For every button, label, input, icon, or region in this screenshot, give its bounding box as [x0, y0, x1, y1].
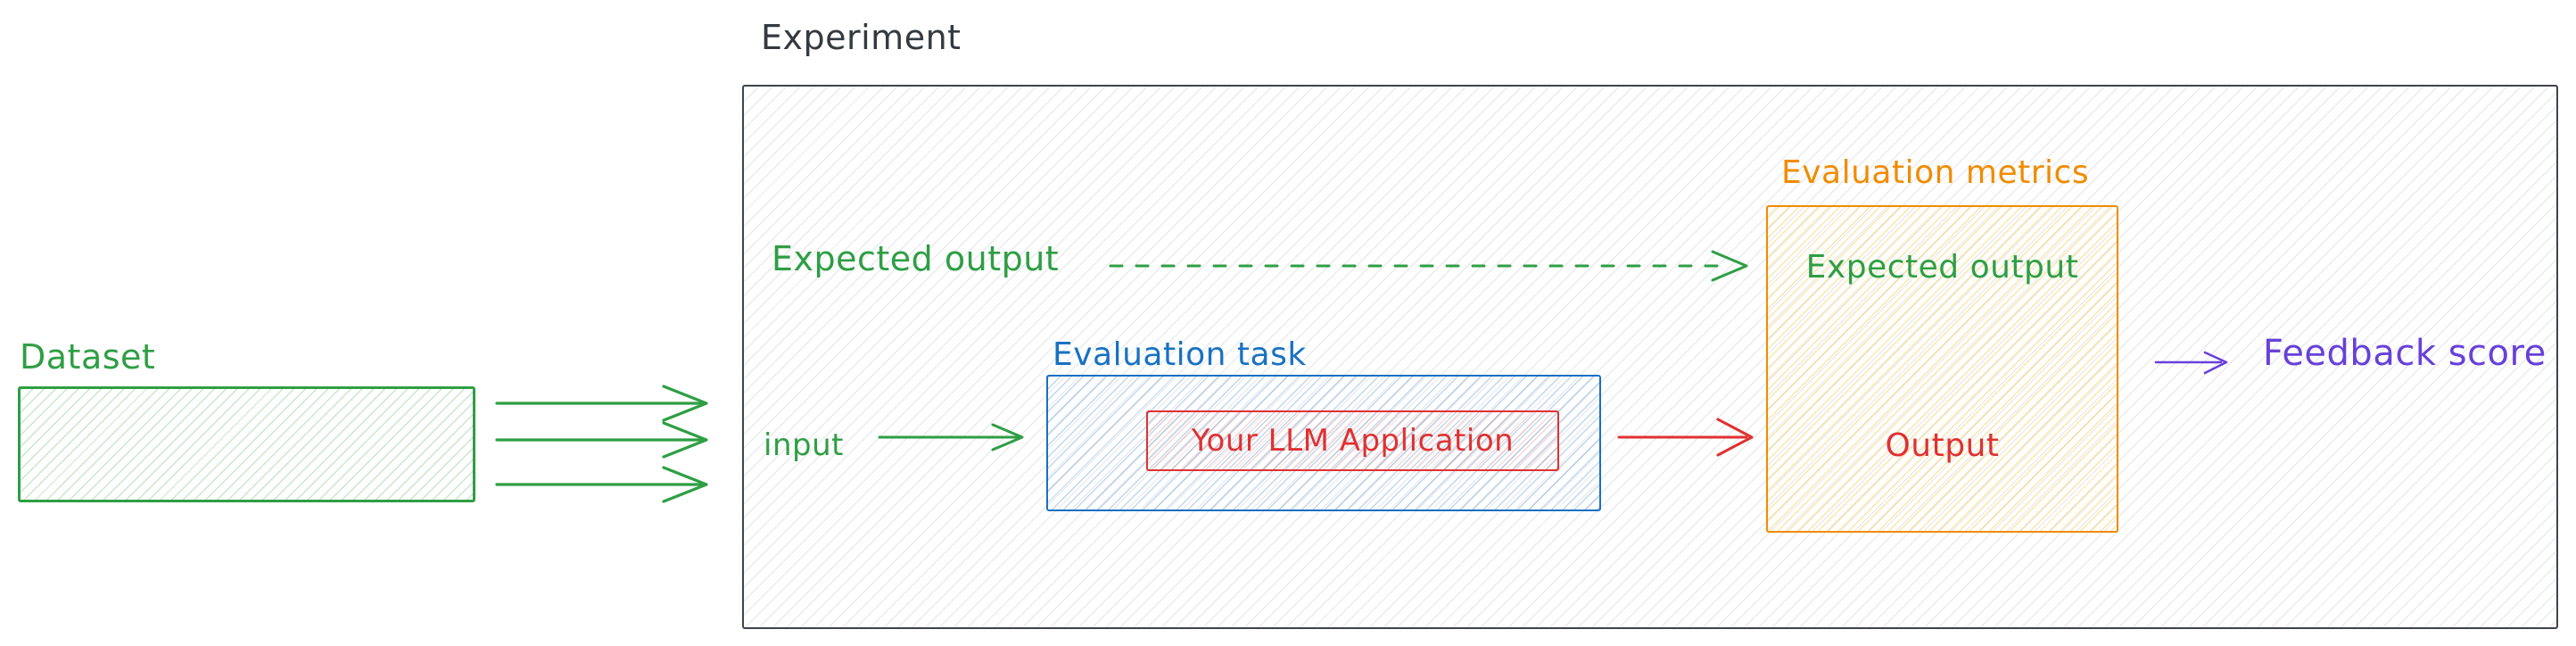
metrics-expected-output-label: Expected output — [1805, 249, 2079, 286]
feedback-score-label: Feedback score — [2263, 333, 2547, 374]
metrics-to-feedback-arrow — [2154, 351, 2228, 375]
input-to-task-arrow — [878, 423, 1024, 451]
evaluation-metrics-label: Evaluation metrics — [1781, 154, 2090, 191]
experiment-title: Experiment — [761, 18, 962, 57]
evaluation-metrics-box: Expected output Output — [1766, 205, 2118, 533]
evaluation-task-label: Evaluation task — [1053, 336, 1307, 373]
expected-output-source-label: Expected output — [772, 239, 1060, 278]
dataset-label: Dataset — [20, 337, 156, 377]
llm-application-label: Your LLM Application — [1191, 422, 1515, 459]
expected-output-dashed-arrow — [1109, 250, 1748, 282]
dataset-to-experiment-arrow-3 — [495, 466, 708, 503]
metrics-output-label: Output — [1885, 427, 2000, 464]
dataset-box — [18, 386, 475, 502]
dataset-to-experiment-arrow-2 — [495, 421, 708, 459]
task-to-metrics-arrow — [1617, 418, 1754, 457]
experiment-box — [742, 85, 2558, 629]
llm-application-box: Your LLM Application — [1146, 410, 1559, 471]
evaluation-task-box — [1046, 375, 1601, 511]
dataset-to-experiment-arrow-1 — [495, 385, 708, 422]
input-label: input — [764, 427, 844, 463]
